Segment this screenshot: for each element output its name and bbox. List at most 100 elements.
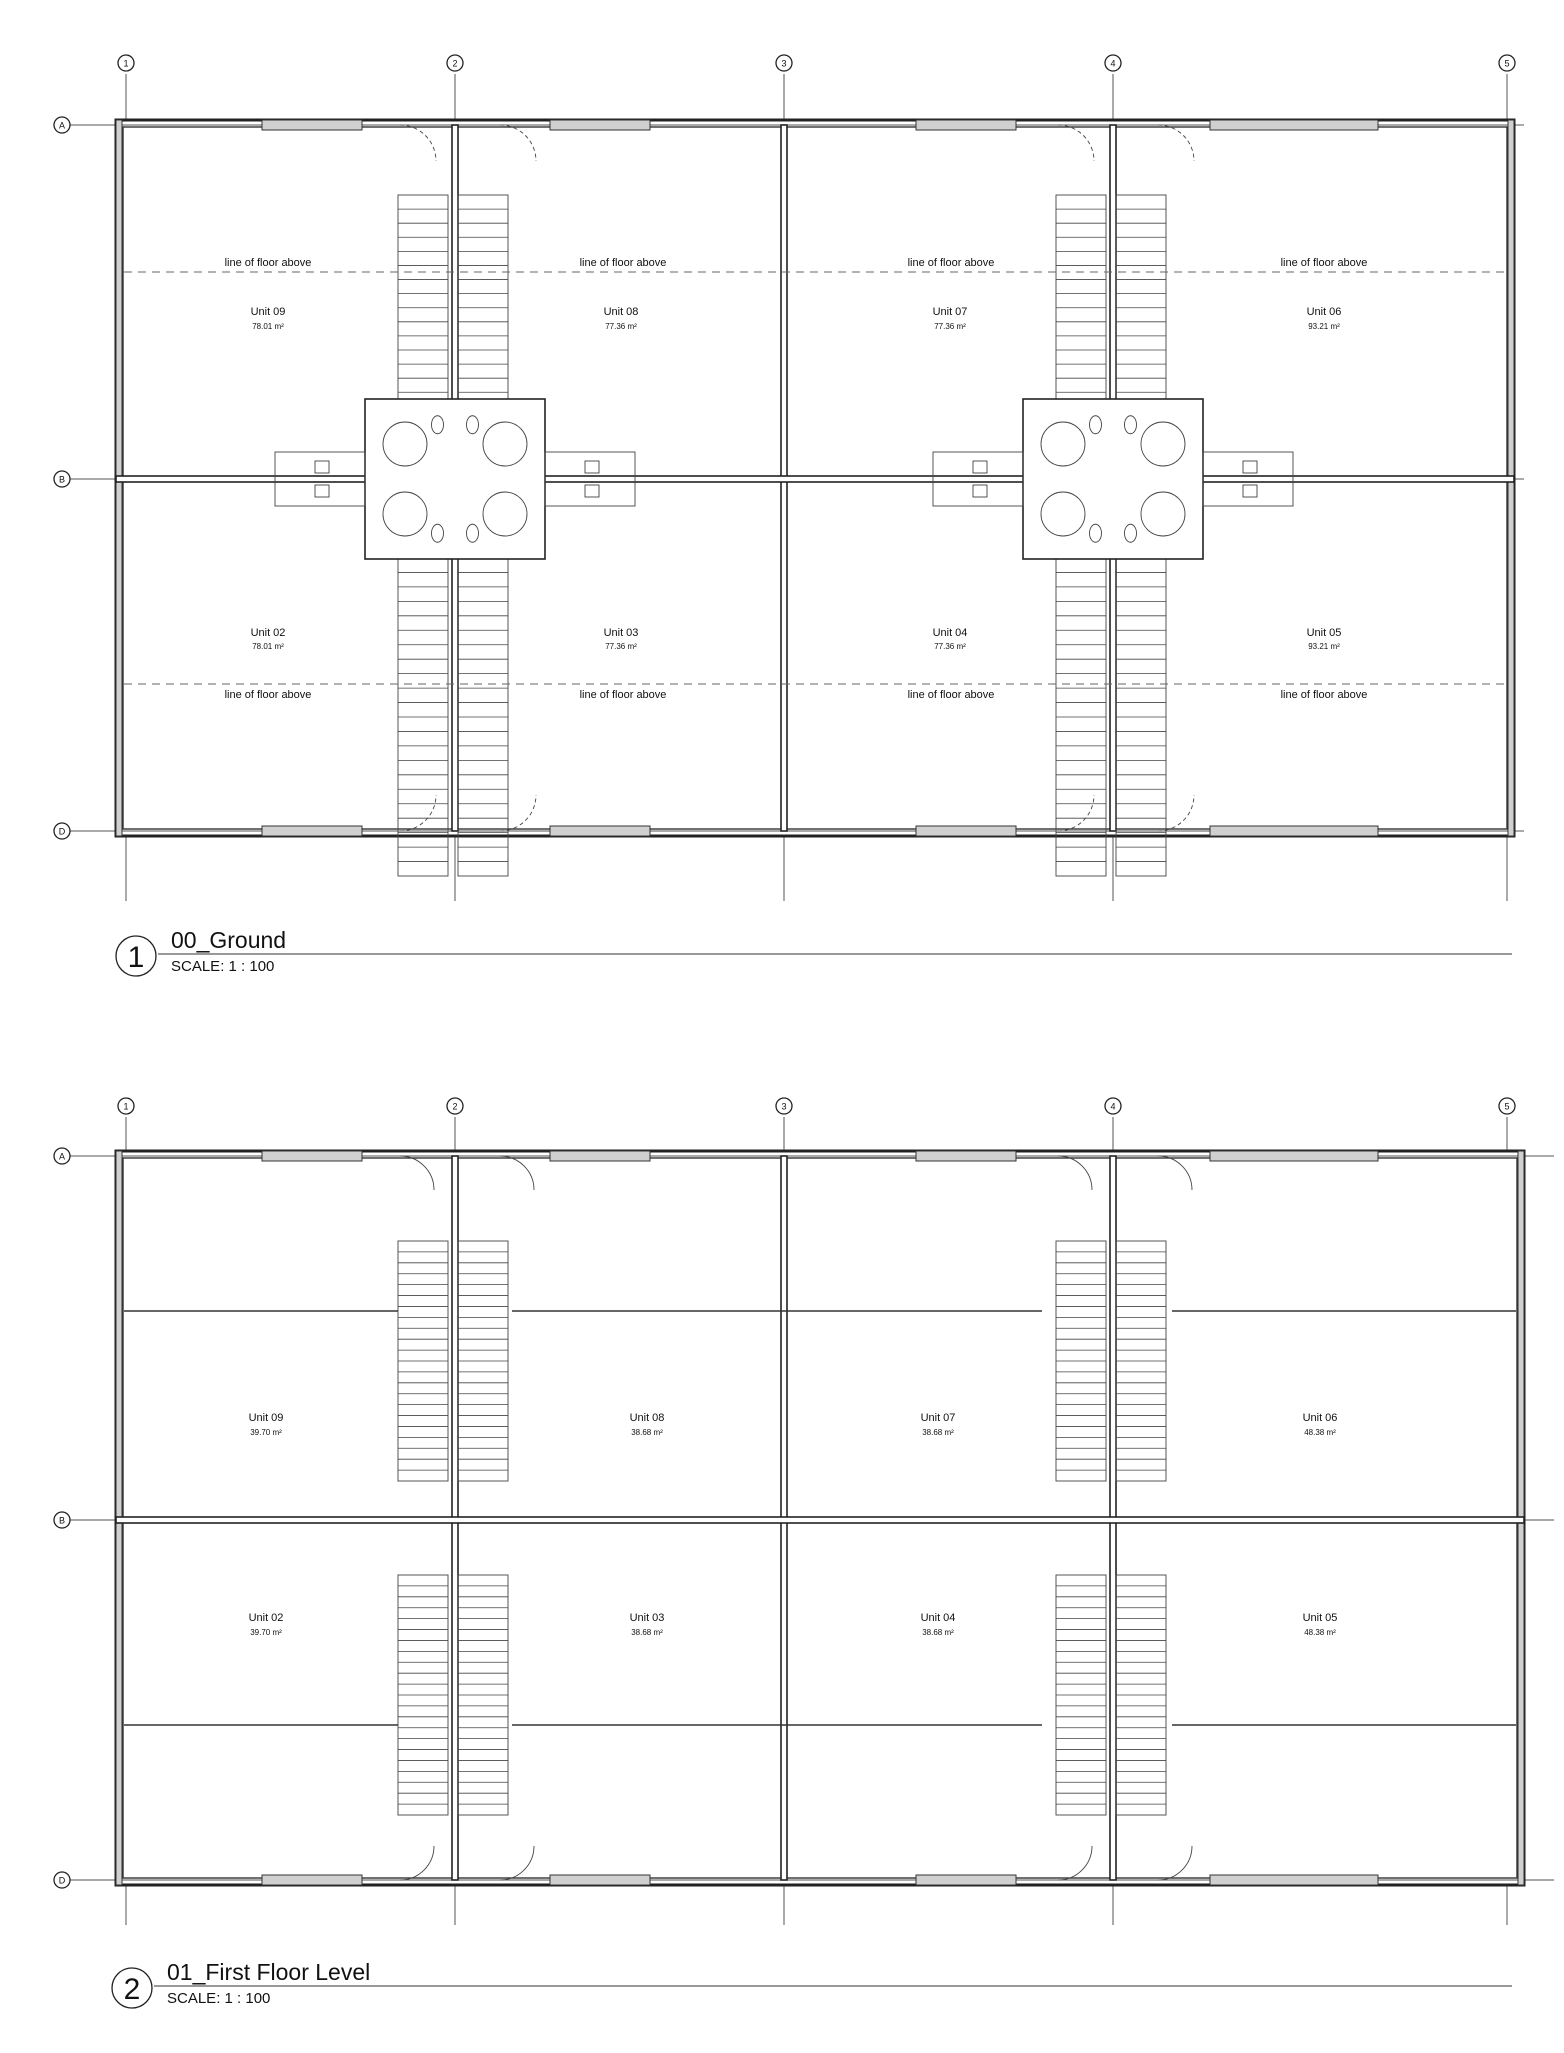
wc-pan: [1089, 523, 1102, 543]
wc-turning-circle: [1040, 421, 1086, 467]
floor-above-note: line of floor above: [1281, 689, 1368, 701]
door-swing: [499, 124, 537, 162]
view-number: 1: [128, 941, 145, 974]
wc-pan: [1124, 415, 1137, 435]
unit-area: 39.70 m²: [250, 1428, 282, 1437]
kitchenette-left-1: [932, 451, 1024, 507]
grid-label-row-A: A: [59, 121, 65, 131]
view-number: 2: [124, 1973, 141, 2006]
unit-area: 38.68 m²: [922, 1428, 954, 1437]
grid-bubble-col-1: [117, 54, 135, 72]
grid-bubble-col-2: [446, 1097, 464, 1115]
window-back-3: [915, 825, 1017, 837]
grid-label-col-2: 2: [452, 59, 457, 69]
door-swing: [1157, 1845, 1193, 1881]
unit-name: Unit 05: [1303, 1612, 1338, 1624]
window-front-1: [261, 1150, 363, 1162]
spine-wall: [115, 1516, 1525, 1524]
wc-pan: [431, 523, 444, 543]
window-front-3: [915, 1150, 1017, 1162]
unit-name: Unit 08: [604, 306, 639, 318]
wc-core-0: [364, 398, 546, 560]
grid-label-row-B: B: [59, 475, 65, 485]
grid-bubble-col-5: [1498, 54, 1516, 72]
unit-area: 77.36 m²: [605, 322, 637, 331]
grid-label-col-5: 5: [1504, 59, 1509, 69]
view-title: 00_Ground: [171, 927, 286, 953]
door-swing: [399, 124, 437, 162]
window-front-4: [1209, 1150, 1379, 1162]
unit-area: 78.01 m²: [252, 322, 284, 331]
floor-above-note: line of floor above: [1281, 257, 1368, 269]
grid-bubble-col-3: [775, 54, 793, 72]
unit-name: Unit 05: [1307, 627, 1342, 639]
unit-name: Unit 06: [1307, 306, 1342, 318]
grid-label-col-1: 1: [123, 59, 128, 69]
grid-label-col-4: 4: [1110, 1102, 1115, 1112]
grid-bubble-row-D: [53, 822, 71, 840]
sink: [1242, 460, 1258, 474]
wc-turning-circle: [382, 491, 428, 537]
sink: [972, 460, 988, 474]
window-back-1: [261, 1874, 363, 1886]
door-swing: [499, 794, 537, 832]
floor-above-note: line of floor above: [908, 257, 995, 269]
wc-pan: [431, 415, 444, 435]
kitchenette-right-0: [544, 451, 636, 507]
unit-name: Unit 04: [921, 1612, 956, 1624]
wc-turning-circle: [482, 421, 528, 467]
grid-bubble-col-2: [446, 54, 464, 72]
kitchenette-left-0: [274, 451, 366, 507]
grid-bubble-row-B: [53, 1511, 71, 1529]
view-number-bubble: [115, 935, 157, 977]
view-number-bubble: [111, 1967, 153, 2009]
door-swing: [399, 1845, 435, 1881]
door-swing: [499, 1845, 535, 1881]
grid-label-row-D: D: [59, 1876, 66, 1886]
view-scale: SCALE: 1 : 100: [171, 958, 274, 975]
floor-above-note: line of floor above: [580, 689, 667, 701]
unit-area: 38.68 m²: [631, 1428, 663, 1437]
unit-name: Unit 09: [251, 306, 286, 318]
grid-label-row-B: B: [59, 1516, 65, 1526]
grid-label-row-D: D: [59, 827, 66, 837]
sink: [1242, 484, 1258, 498]
grid-bubble-row-A: [53, 116, 71, 134]
grid-bubble-row-B: [53, 470, 71, 488]
spine-wall: [115, 475, 1515, 483]
door-swing: [1157, 1155, 1193, 1191]
wc-turning-circle: [1040, 491, 1086, 537]
unit-name: Unit 03: [604, 627, 639, 639]
unit-area: 77.36 m²: [605, 642, 637, 651]
door-swing: [399, 794, 437, 832]
grid-label-row-A: A: [59, 1152, 65, 1162]
window-front-1: [261, 119, 363, 131]
view-scale: SCALE: 1 : 100: [167, 1990, 270, 2007]
unit-area: 77.36 m²: [934, 642, 966, 651]
grid-bubble-col-4: [1104, 1097, 1122, 1115]
unit-name: Unit 07: [921, 1412, 956, 1424]
unit-area: 39.70 m²: [250, 1628, 282, 1637]
wc-pan: [466, 415, 479, 435]
wc-pan: [1124, 523, 1137, 543]
sink: [314, 460, 330, 474]
grid-label-col-2: 2: [452, 1102, 457, 1112]
unit-area: 78.01 m²: [252, 642, 284, 651]
window-front-2: [549, 119, 651, 131]
unit-name: Unit 09: [249, 1412, 284, 1424]
unit-area: 38.68 m²: [922, 1628, 954, 1637]
door-swing: [1057, 1845, 1093, 1881]
view-title: 01_First Floor Level: [167, 1959, 370, 1985]
floor-above-note: line of floor above: [908, 689, 995, 701]
door-swing: [499, 1155, 535, 1191]
unit-area: 93.21 m²: [1308, 642, 1340, 651]
sink: [584, 484, 600, 498]
unit-name: Unit 02: [249, 1612, 284, 1624]
grid-bubble-col-5: [1498, 1097, 1516, 1115]
window-back-2: [549, 825, 651, 837]
window-front-2: [549, 1150, 651, 1162]
sink: [314, 484, 330, 498]
